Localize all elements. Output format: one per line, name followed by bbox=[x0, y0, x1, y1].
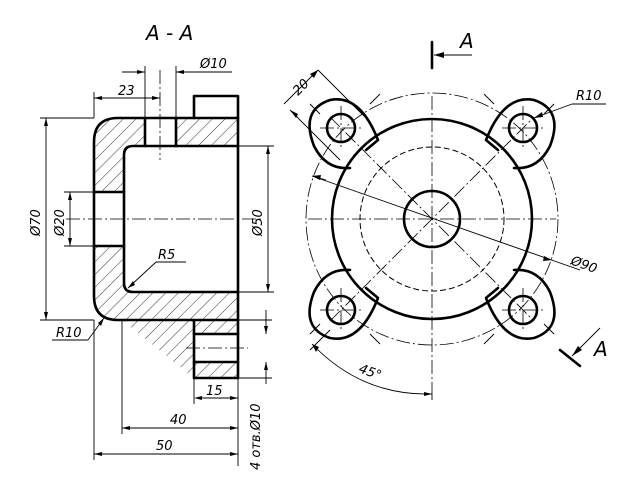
plan-view: A A 20 R10 Ø90 45° bbox=[283, 29, 608, 400]
dim-angle-45: 45° bbox=[357, 362, 384, 384]
dim-d90: Ø90 bbox=[568, 253, 599, 277]
dim-r10-plan: R10 bbox=[576, 89, 602, 104]
section-hatch-area bbox=[94, 118, 238, 378]
dim-r10-section: R10 bbox=[56, 326, 82, 341]
dim-d70: Ø70 bbox=[29, 209, 44, 237]
flange-hatch bbox=[194, 320, 238, 334]
dim-15: 15 bbox=[206, 384, 223, 399]
plan-lug-ticks bbox=[309, 93, 555, 345]
flange-hatch-bottom bbox=[194, 362, 238, 378]
section-view: A - A bbox=[29, 21, 274, 470]
flange-hole bbox=[192, 332, 240, 364]
plan-center-lines bbox=[308, 96, 556, 394]
section-arrowheads bbox=[44, 70, 270, 456]
plan-bolt-circle bbox=[305, 92, 559, 346]
dim-20-plan: 20 bbox=[290, 77, 312, 99]
cutting-plane-bottom: A bbox=[558, 327, 608, 368]
dim-23: 23 bbox=[118, 84, 135, 99]
cutting-plane-top: A bbox=[430, 29, 474, 70]
dim-holes-note: 4 отв.Ø10 bbox=[249, 404, 264, 471]
dim-r5: R5 bbox=[158, 248, 175, 263]
dim-40: 40 bbox=[170, 413, 187, 428]
dim-50: 50 bbox=[156, 439, 173, 454]
section-title: A - A bbox=[144, 21, 193, 45]
dim-d10-section: Ø10 bbox=[199, 57, 227, 72]
dim-d20-section: Ø20 bbox=[53, 209, 68, 237]
angle-arc bbox=[311, 343, 433, 395]
top-boss bbox=[192, 94, 240, 120]
left-hole bbox=[92, 190, 126, 248]
cut-label-top: A bbox=[458, 29, 474, 53]
plan-arrowheads bbox=[290, 70, 552, 396]
top-hole bbox=[143, 116, 178, 148]
dim-d50: Ø50 bbox=[251, 209, 266, 237]
cut-label-bottom: A bbox=[592, 337, 608, 361]
section-dimension-lines bbox=[40, 66, 274, 466]
